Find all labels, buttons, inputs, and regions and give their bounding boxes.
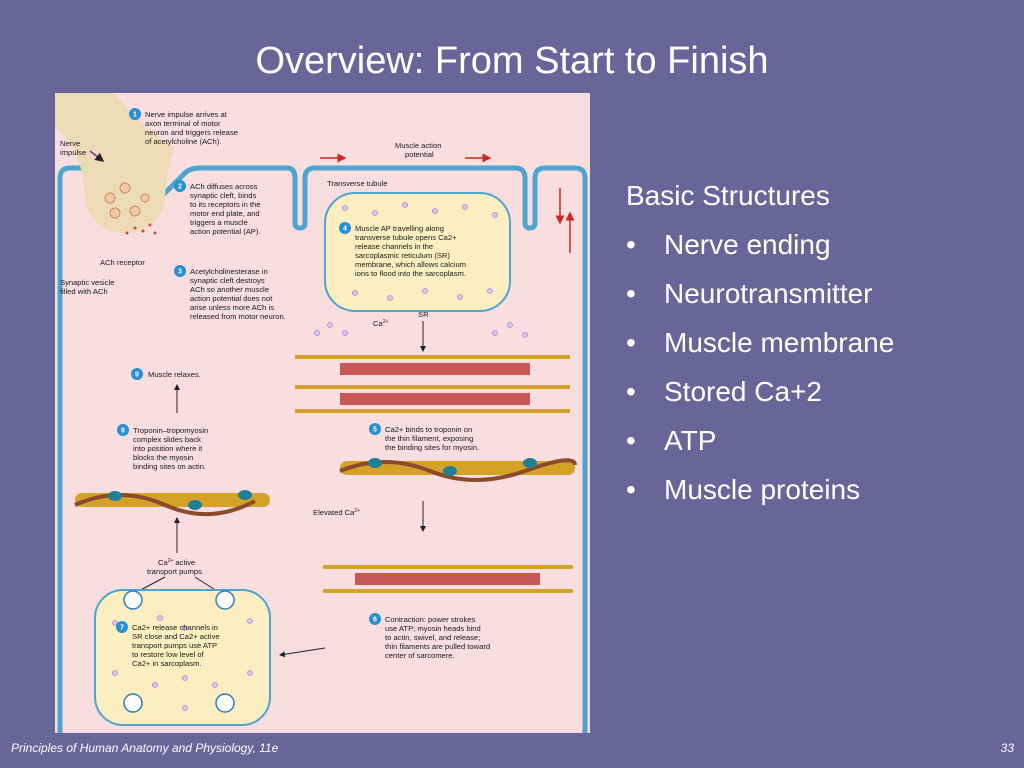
diagram-canvas: Nerve impulse ACh receptor Synaptic vesi… bbox=[55, 93, 588, 733]
bullet-dot-icon: • bbox=[626, 278, 636, 309]
bullet-item: •ATP bbox=[626, 423, 894, 459]
bullet-item: •Muscle membrane bbox=[626, 325, 894, 361]
bullets-heading: Basic Structures bbox=[626, 180, 830, 211]
sarcoplasmic-reticulum-top bbox=[324, 192, 511, 312]
basic-structures-list: Basic Structures •Nerve ending •Neurotra… bbox=[626, 178, 894, 521]
elevated-ca-label: Elevated Ca2+ bbox=[313, 508, 360, 517]
bullet-dot-icon: • bbox=[626, 327, 636, 358]
sarcoplasmic-reticulum-bottom bbox=[94, 589, 271, 726]
ach-molecules bbox=[125, 223, 157, 235]
svg-text:2: 2 bbox=[178, 184, 182, 191]
ca-pumps bbox=[123, 590, 235, 713]
nerve-impulse-label: Nerve bbox=[60, 139, 80, 148]
bullet-dot-icon: • bbox=[626, 229, 636, 260]
synaptic-vesicle-label: Synaptic vesicle bbox=[60, 278, 114, 287]
sr-label: SR bbox=[418, 310, 429, 319]
svg-text:4: 4 bbox=[343, 226, 347, 233]
active-pumps-label-2: transport pumps bbox=[147, 567, 202, 576]
step-9: 9 Muscle relaxes. bbox=[131, 368, 201, 380]
bullet-item: •Nerve ending bbox=[626, 227, 894, 263]
synaptic-vesicle-label-2: filled with ACh bbox=[60, 287, 108, 296]
svg-text:Muscle relaxes.: Muscle relaxes. bbox=[148, 370, 201, 379]
muscle-contraction-diagram: Nerve impulse ACh receptor Synaptic vesi… bbox=[55, 93, 590, 733]
bullet-item: •Neurotransmitter bbox=[626, 276, 894, 312]
bullet-item: •Stored Ca+2 bbox=[626, 374, 894, 410]
bullet-item: •Muscle proteins bbox=[626, 472, 894, 508]
active-pumps-label: Ca2+active bbox=[158, 558, 195, 567]
svg-text:6: 6 bbox=[373, 617, 377, 624]
sarcomere-relaxed bbox=[295, 355, 570, 413]
svg-text:5: 5 bbox=[373, 427, 377, 434]
calcium-ions-top bbox=[314, 202, 528, 338]
svg-text:9: 9 bbox=[135, 372, 139, 379]
svg-text:3: 3 bbox=[178, 269, 182, 276]
svg-text:8: 8 bbox=[121, 428, 125, 435]
svg-text:1: 1 bbox=[133, 112, 137, 119]
transverse-tubule-label: Transverse tubule bbox=[327, 179, 388, 188]
ach-receptor-label: ACh receptor bbox=[100, 258, 145, 267]
footer-book-title: Principles of Human Anatomy and Physiolo… bbox=[11, 741, 279, 755]
thin-filament-step8 bbox=[74, 490, 270, 516]
synaptic-vesicles bbox=[104, 182, 150, 219]
bullet-dot-icon: • bbox=[626, 474, 636, 505]
muscle-ap-label: Muscle action bbox=[395, 141, 441, 150]
bullet-dot-icon: • bbox=[626, 425, 636, 456]
ca-label: Ca2+ bbox=[373, 319, 388, 328]
calcium-ions-bottom bbox=[112, 615, 253, 711]
slide-page-number: 33 bbox=[1000, 741, 1014, 755]
sarcomere-contracted bbox=[323, 565, 573, 593]
nerve-impulse-label-2: impulse bbox=[60, 148, 86, 157]
slide-title: Overview: From Start to Finish bbox=[255, 40, 769, 82]
muscle-ap-label-2: potential bbox=[405, 150, 434, 159]
svg-text:7: 7 bbox=[120, 625, 124, 632]
bullet-dot-icon: • bbox=[626, 376, 636, 407]
thin-filament-step5 bbox=[339, 458, 577, 482]
